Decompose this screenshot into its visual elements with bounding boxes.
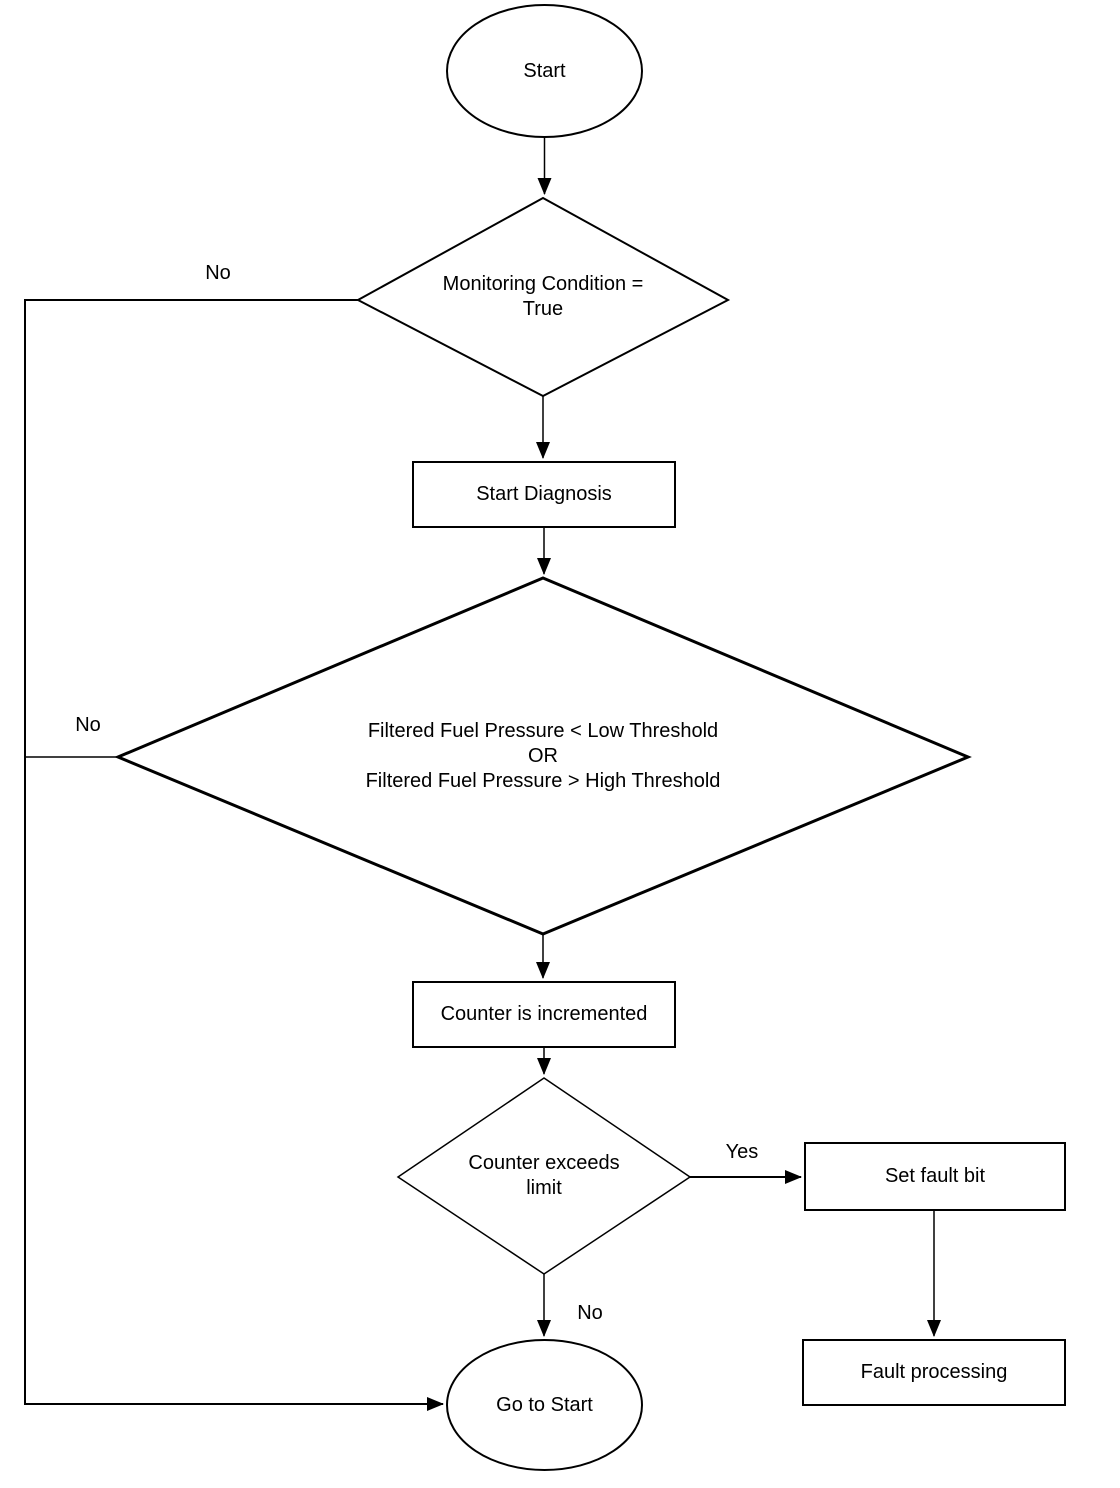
set-fault-bit-label: Set fault bit	[884, 1165, 986, 1187]
monitoring-condition-label: Monitoring Condition = True	[442, 273, 644, 320]
monitoring-no-label: No	[205, 262, 231, 284]
start-diagnosis-label: Start Diagnosis	[476, 483, 612, 505]
set-fault-bit-box	[804, 1142, 1066, 1211]
go-to-start-node	[446, 1339, 643, 1471]
fault-processing-label: Fault processing	[860, 1361, 1008, 1383]
counter-exceeds-limit-diamond	[396, 1077, 692, 1275]
pressure-check-label: Filtered Fuel Pressure < Low Threshold O…	[365, 719, 721, 792]
pressure-no-label: No	[75, 714, 101, 736]
edge-monitoring-no-rail	[24, 299, 444, 1411]
start-label: Start	[523, 59, 566, 82]
start-diagnosis-box	[412, 461, 676, 528]
counter-no-label: No	[577, 1302, 603, 1324]
counter-exceeds-limit-label: Counter exceeds limit	[468, 1152, 620, 1199]
counter-incremented-box	[412, 981, 676, 1048]
go-to-start-label: Go to Start	[496, 1393, 593, 1416]
counter-incremented-label: Counter is incremented	[440, 1003, 648, 1025]
start-node	[446, 4, 643, 138]
pressure-check-diamond	[114, 576, 972, 936]
monitoring-condition-diamond	[355, 196, 731, 398]
counter-yes-label: Yes	[725, 1141, 759, 1163]
fault-processing-box	[802, 1339, 1066, 1406]
